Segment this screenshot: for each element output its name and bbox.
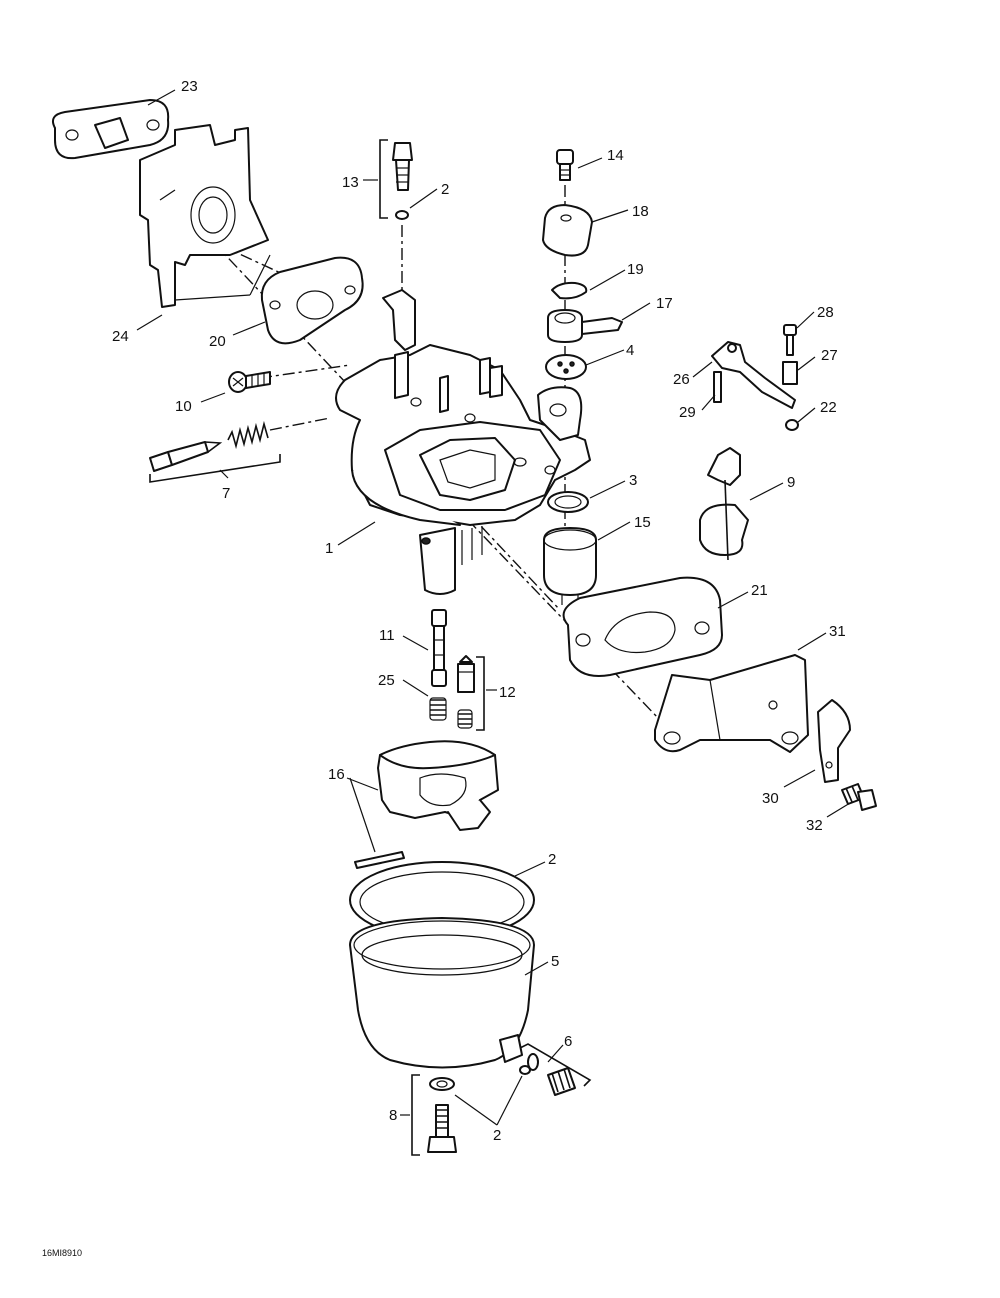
callout-14: 14 bbox=[607, 147, 624, 164]
callout-20: 20 bbox=[209, 333, 226, 350]
callout-3: 3 bbox=[629, 472, 637, 489]
part-23-gasket bbox=[52, 99, 170, 160]
callout-15: 15 bbox=[634, 514, 651, 531]
part-17-float-lever bbox=[547, 309, 623, 343]
part-8-bowl-bolt bbox=[411, 1074, 457, 1156]
part-24-bracket bbox=[139, 124, 271, 308]
part-4-disc bbox=[545, 354, 587, 380]
callout-24: 24 bbox=[112, 328, 129, 345]
part-3-o-ring bbox=[547, 491, 589, 513]
part-22-nut bbox=[785, 419, 799, 431]
part-30-clip bbox=[817, 699, 851, 783]
part-13-jet-assembly bbox=[379, 139, 413, 219]
callout-28: 28 bbox=[817, 304, 834, 321]
part-32-screw bbox=[841, 783, 877, 811]
callout-6: 6 bbox=[564, 1033, 572, 1050]
part-25-spring bbox=[429, 697, 447, 721]
part-6-drain-screw bbox=[519, 1043, 592, 1096]
callout-30: 30 bbox=[762, 790, 779, 807]
part-5-float-bowl bbox=[349, 917, 535, 1069]
callout-17: 17 bbox=[656, 295, 673, 312]
part-1-carburetor-body bbox=[335, 289, 591, 595]
part-27-spacer bbox=[782, 361, 798, 385]
leader-lines bbox=[136, 89, 851, 1126]
callout-19: 19 bbox=[627, 261, 644, 278]
part-18-plate bbox=[542, 204, 593, 257]
callout-7: 7 bbox=[222, 485, 230, 502]
callout-labels: 23 24 20 13 2 14 18 19 17 4 10 7 1 3 15 … bbox=[112, 78, 846, 1144]
callout-9: 9 bbox=[787, 474, 795, 491]
callout-11: 11 bbox=[379, 627, 395, 644]
part-29-pin bbox=[713, 371, 722, 403]
callout-23: 23 bbox=[181, 78, 198, 95]
part-10-screw bbox=[228, 371, 271, 393]
callout-31: 31 bbox=[829, 623, 846, 640]
part-15-cup bbox=[543, 527, 597, 605]
callout-4: 4 bbox=[626, 342, 634, 359]
callout-1: 1 bbox=[325, 540, 333, 557]
part-31-bracket bbox=[654, 654, 809, 753]
callout-5: 5 bbox=[551, 953, 559, 970]
part-16-float bbox=[377, 740, 499, 831]
callout-2-gasket: 2 bbox=[548, 851, 556, 868]
callout-16: 16 bbox=[328, 766, 345, 783]
callout-12: 12 bbox=[499, 684, 516, 701]
part-19-clip bbox=[551, 281, 588, 300]
callout-26: 26 bbox=[673, 371, 690, 388]
part-14-screw bbox=[556, 149, 574, 181]
part-2-washer-top bbox=[395, 210, 409, 220]
callout-21: 21 bbox=[751, 582, 768, 599]
figure-code: 16MI8910 bbox=[42, 1248, 82, 1258]
part-20-gasket bbox=[260, 256, 364, 345]
part-9-plate bbox=[699, 447, 749, 561]
part-28-bolt bbox=[783, 324, 797, 356]
callout-2-bottom: 2 bbox=[493, 1127, 501, 1144]
part-21-spacer bbox=[562, 576, 723, 677]
callout-8: 8 bbox=[389, 1107, 397, 1124]
callout-32: 32 bbox=[806, 817, 823, 834]
callout-2-top: 2 bbox=[441, 181, 449, 198]
callout-22: 22 bbox=[820, 399, 837, 416]
callout-29: 29 bbox=[679, 404, 696, 421]
part-11-main-jet bbox=[431, 609, 447, 687]
part-12-needle-valve bbox=[457, 655, 485, 731]
callout-13: 13 bbox=[342, 174, 359, 191]
part-2-washer-bottom bbox=[429, 1065, 531, 1091]
part-16-float-pin bbox=[354, 851, 405, 869]
part-26-lever bbox=[711, 341, 796, 409]
callout-18: 18 bbox=[632, 203, 649, 220]
part-7-idle-screw-assembly bbox=[149, 420, 281, 483]
callout-25: 25 bbox=[378, 672, 395, 689]
callout-10: 10 bbox=[175, 398, 192, 415]
callout-27: 27 bbox=[821, 347, 838, 364]
